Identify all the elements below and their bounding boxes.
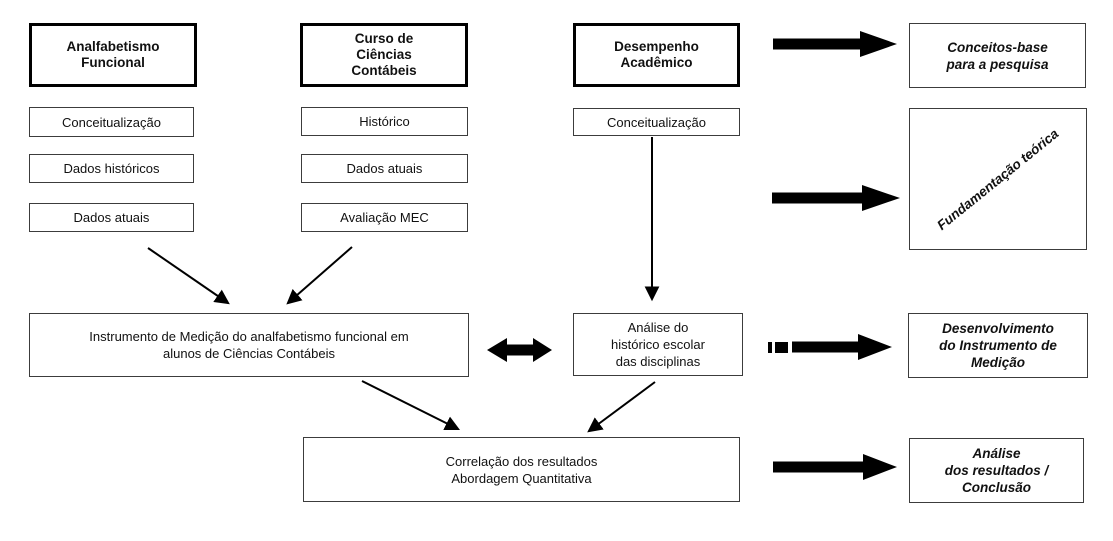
course-current-data-box: Dados atuais xyxy=(301,154,468,183)
academic-performance-header-label: Desempenho Acadêmico xyxy=(614,39,699,70)
illiteracy-header-label: Analfabetismo Funcional xyxy=(66,39,160,70)
performance-conceptualization-box: Conceitualização xyxy=(573,108,740,136)
accounting-course-header-box: Curso de Ciências Contábeis xyxy=(300,23,468,87)
arrow-instrument-to-correlacao xyxy=(361,380,461,431)
illiteracy-conceptualization-label: Conceitualização xyxy=(61,114,161,130)
stage-instrument-development-box: Desenvolvimento do Instrumento de Mediçã… xyxy=(908,313,1088,378)
transcript-analysis-label: Análise do histórico escolar das discipl… xyxy=(611,320,705,369)
arrow-analise-to-correlacao xyxy=(587,381,656,433)
illiteracy-header-box: Analfabetismo Funcional xyxy=(29,23,197,87)
stage-results-conclusion-label: Análise dos resultados / Conclusão xyxy=(944,446,1049,495)
results-correlation-box: Correlação dos resultados Abordagem Quan… xyxy=(303,437,740,502)
illiteracy-conceptualization-box: Conceitualização xyxy=(29,107,194,137)
performance-conceptualization-label: Conceitualização xyxy=(606,114,706,130)
stage-theoretical-foundation-label: Fundamentação teórica xyxy=(934,125,1062,233)
stage-theoretical-foundation-box: Fundamentação teórica xyxy=(909,108,1087,250)
accounting-course-header-label: Curso de Ciências Contábeis xyxy=(351,31,417,78)
arrow-dados-atuais-to-instrument xyxy=(147,247,230,305)
academic-performance-header-box: Desempenho Acadêmico xyxy=(573,23,740,87)
stage-base-concepts-box: Conceitos-base para a pesquisa xyxy=(909,23,1086,88)
stage-instrument-development-label: Desenvolvimento do Instrumento de Mediçã… xyxy=(939,321,1057,370)
measurement-instrument-label: Instrumento de Medição do analfabetismo … xyxy=(89,329,409,361)
arrow-to-fundamentacao xyxy=(772,185,900,211)
illiteracy-current-data-label: Dados atuais xyxy=(73,210,150,225)
arrow-to-analise-resultados xyxy=(773,454,897,480)
course-history-label: Histórico xyxy=(359,114,410,129)
illiteracy-current-data-box: Dados atuais xyxy=(29,203,194,232)
double-arrow-instrument-analise xyxy=(487,338,552,362)
results-correlation-label: Correlação dos resultados Abordagem Quan… xyxy=(445,453,598,486)
arrow-to-conceitos-base xyxy=(773,31,897,57)
stage-base-concepts-label: Conceitos-base para a pesquisa xyxy=(946,39,1049,72)
illiteracy-historical-data-label: Dados históricos xyxy=(63,161,160,176)
course-history-box: Histórico xyxy=(301,107,468,136)
arrow-to-desenvolvimento xyxy=(768,334,892,360)
illiteracy-historical-data-box: Dados históricos xyxy=(29,154,194,183)
course-mec-evaluation-label: Avaliação MEC xyxy=(340,210,429,225)
transcript-analysis-box: Análise do histórico escolar das discipl… xyxy=(573,313,743,376)
course-current-data-label: Dados atuais xyxy=(346,161,423,176)
course-mec-evaluation-box: Avaliação MEC xyxy=(301,203,468,232)
stage-results-conclusion-box: Análise dos resultados / Conclusão xyxy=(909,438,1084,503)
arrow-avaliacao-mec-to-instrument xyxy=(286,246,353,305)
measurement-instrument-box: Instrumento de Medição do analfabetismo … xyxy=(29,313,469,377)
